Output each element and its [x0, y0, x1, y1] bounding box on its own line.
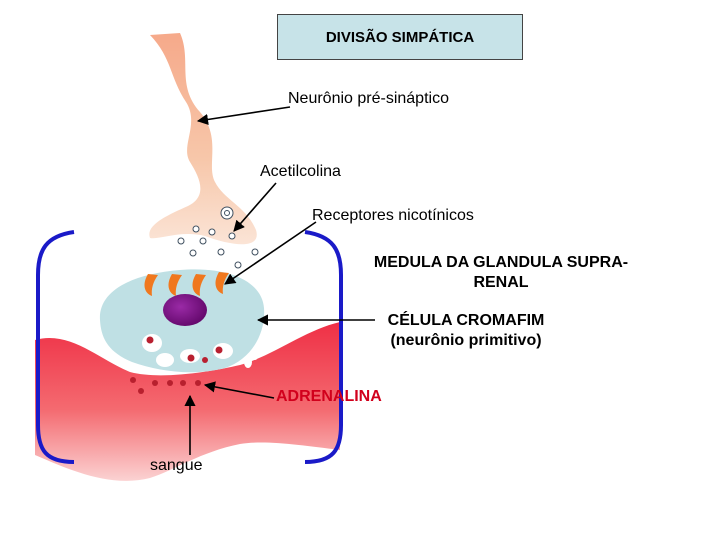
secretory-granules	[142, 334, 258, 368]
left-bracket	[36, 230, 75, 464]
label-chromaffin-line2: (neurônio primitivo)	[390, 332, 542, 349]
label-adrenaline: ADRENALINA	[276, 388, 382, 405]
presynaptic-neuron	[149, 33, 257, 245]
label-chromaffin-cell: CÉLULA CROMAFIM (neurônio primitivo)	[375, 311, 557, 351]
acetylcholine-vesicles	[177, 206, 259, 269]
label-blood: sangue	[150, 457, 203, 474]
arrow-adrenaline	[203, 381, 275, 399]
label-adrenal-medulla: MEDULA DA GLANDULA SUPRA- RENAL	[356, 253, 646, 293]
adrenaline-dots	[130, 377, 201, 394]
label-adrenal-medulla-line1: MEDULA DA GLANDULA SUPRA-	[373, 254, 629, 271]
diagram-title: DIVISÃO SIMPÁTICA	[277, 14, 523, 60]
arrow-presynaptic	[196, 106, 291, 126]
label-acetylcholine: Acetilcolina	[260, 163, 341, 180]
arrow-acetylcholine	[233, 182, 277, 232]
label-chromaffin-line1: CÉLULA CROMAFIM	[387, 312, 545, 329]
right-bracket	[304, 230, 343, 464]
nucleus	[163, 294, 207, 326]
label-adrenal-medulla-line2: RENAL	[473, 274, 529, 291]
label-nicotinic-receptors: Receptores nicotínicos	[312, 207, 474, 224]
label-presynaptic-neuron: Neurônio pré-sináptico	[288, 90, 449, 107]
arrow-receptors	[224, 221, 317, 285]
